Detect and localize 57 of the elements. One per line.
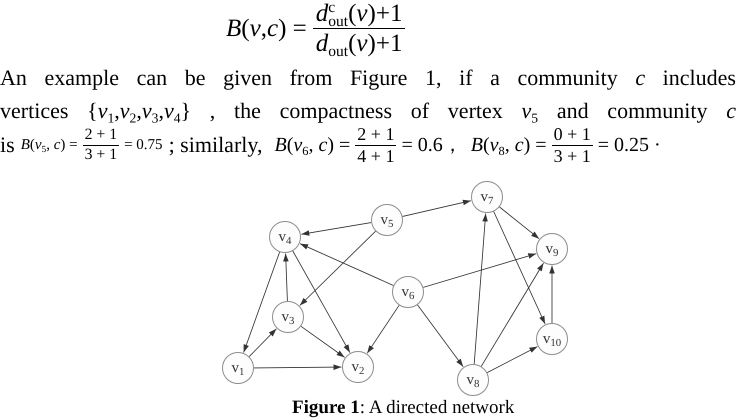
vertex-label: v$_{3}$ [282,310,294,324]
node-circle [392,276,424,308]
vertex-label: v$_{4}$ [278,230,292,244]
arrow [243,252,280,353]
arrow [480,262,544,367]
arrow [283,253,289,302]
fraction-denominator: 4 + 1 [356,146,396,166]
arrow [299,230,376,306]
formula-text: = 0.25 · [598,134,661,156]
formula-text: = 0.6， [401,134,463,156]
vertex-label: v$_{6}$ [402,284,414,300]
arrow [366,304,400,354]
fraction-numerator: 2 + 1 [355,125,396,146]
node-circle [371,204,403,236]
vertex-label: v$_{2}$ [352,360,364,374]
arrow [402,200,472,217]
fraction-denominator: 3 + 1 [552,146,592,166]
formula-text: B(v$_{6}$, c) = [274,134,350,156]
node-circle [222,352,254,384]
body-text: ; similarly, [168,132,262,159]
arrow [493,211,546,324]
vertex-label: v$_{7}$ [480,190,494,204]
formula-text: B(v$_{8}$, c) = [470,134,547,156]
arrow [549,265,555,324]
vertex-label: v$_{5}$ [380,212,394,228]
arrow [254,364,342,370]
arrow [499,206,540,240]
arrow [417,304,464,368]
fraction-numerator: 0 + 1 [552,125,593,146]
arrow [292,250,350,354]
formula-text: B(v,c) = [226,14,307,42]
arrow [486,346,538,374]
formula-text: = 0.75 [124,137,163,154]
arrow [300,222,372,236]
node-circle [536,233,568,265]
formula-text: B(v$_{5}$, c) = [20,137,78,154]
arrow [474,213,488,364]
node-circle [342,351,374,383]
node-circle [536,323,568,355]
node-circle [471,181,503,213]
fraction-denominator: 3 + 1 [84,146,118,164]
arrow [300,243,394,286]
node-circle [272,301,304,333]
fraction-numerator: 2 + 1 [82,127,120,146]
fraction-numerator: d$^{c}$$_{out}$(v)+1 [312,0,406,29]
arrow [300,326,346,358]
arrow [248,328,277,358]
vertex-label: v$_{1}$ [232,360,244,376]
node-circle [269,221,301,253]
node-circle [457,364,489,396]
vertex-label: v$_{9}$ [546,242,558,256]
figure-caption: Figure 1: A directed network [292,398,514,417]
vertex-label: v$_{10}$ [542,332,562,346]
fraction-denominator: d$_{out}$(v)+1 [314,29,404,57]
arrow [422,253,537,288]
body-text: is [0,132,15,159]
vertex-label: v$_{8}$ [466,372,480,388]
